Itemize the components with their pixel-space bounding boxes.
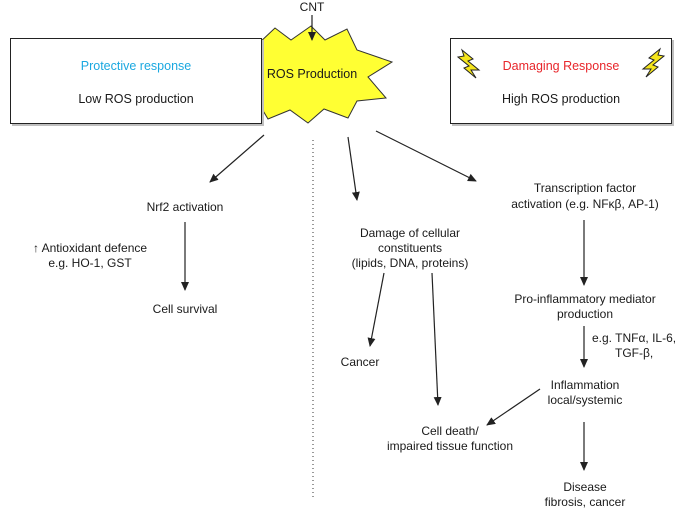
damaging-response-box: Damaging Response High ROS production (450, 38, 672, 124)
antioxidant-defence-label: ↑ Antioxidant defence (32, 241, 148, 255)
cell-survival-label: Cell survival (152, 302, 218, 316)
arrow-inflammation-to-celldeath (486, 388, 541, 426)
damaging-response-title: Damaging Response (502, 59, 620, 73)
damage-constituents-label: constituents (377, 241, 443, 255)
nrf2-activation-label: Nrf2 activation (146, 200, 224, 214)
mediator-examples-label-2: TGF-β, (615, 346, 654, 360)
inflammation-label: Inflammation (550, 378, 620, 392)
ros-production-label: ROS Production (266, 67, 358, 81)
damage-examples-label: (lipids, DNA, proteins) (351, 256, 469, 270)
lightning-bolt-icon (641, 47, 666, 78)
disease-label: Disease (563, 480, 607, 494)
cell-death-label: Cell death/ (421, 424, 479, 438)
mediator-examples-label: e.g. TNFα, IL-6, (592, 331, 677, 345)
protective-response-box: Protective response Low ROS production (10, 38, 262, 124)
arrow-damage-to-cancer (367, 272, 385, 347)
transcription-factor-label: Transcription factor (533, 181, 637, 195)
inflammation-scope-label: local/systemic (547, 393, 623, 407)
arrow-damage-to-celldeath (431, 272, 442, 406)
damage-cellular-label: Damage of cellular (359, 226, 461, 240)
disease-types-label: fibrosis, cancer (544, 495, 626, 509)
impaired-tissue-label: impaired tissue function (386, 439, 514, 453)
arrow-ros-to-nrf2 (209, 134, 265, 183)
arrow-ros-to-transcription (375, 130, 477, 182)
protective-response-title: Protective response (80, 59, 192, 73)
low-ros-label: Low ROS production (78, 92, 194, 106)
lightning-bolt-icon (456, 48, 481, 79)
cnt-label: CNT (299, 0, 325, 14)
antioxidant-examples-label: e.g. HO-1, GST (48, 256, 132, 270)
mediator-production-label-2: production (556, 307, 614, 321)
transcription-activation-label: activation (e.g. NFκβ, AP-1) (511, 197, 659, 211)
cancer-label: Cancer (340, 355, 380, 369)
mediator-production-label: Pro-inflammatory mediator (514, 292, 656, 306)
high-ros-label: High ROS production (501, 92, 621, 106)
arrow-ros-to-damage (347, 136, 360, 201)
